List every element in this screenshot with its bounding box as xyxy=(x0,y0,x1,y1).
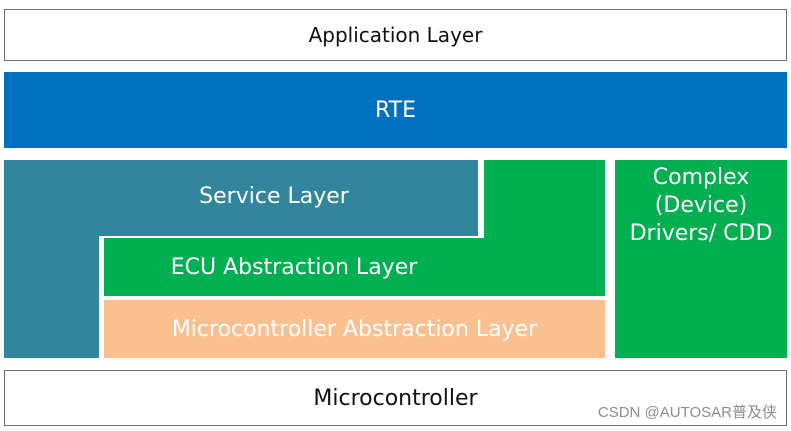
service-layer-label-box: Service Layer xyxy=(4,160,544,232)
watermark-text: CSDN @AUTOSAR普及侠 xyxy=(597,404,777,421)
mcal-layer-box: Microcontroller Abstraction Layer xyxy=(104,300,605,358)
mcal-layer-label: Microcontroller Abstraction Layer xyxy=(171,316,538,342)
microcontroller-layer-box: Microcontroller xyxy=(4,370,787,426)
ecu-abstraction-layer-label: ECU Abstraction Layer xyxy=(170,254,418,280)
cdd-label-line-2: (Device) xyxy=(654,193,748,218)
service-layer-label: Service Layer xyxy=(199,183,349,209)
cdd-layer-box: Complex (Device) Drivers/ CDD xyxy=(615,160,787,358)
rte-layer-box: RTE xyxy=(4,72,787,148)
cdd-layer-label: Complex (Device) Drivers/ CDD xyxy=(630,164,773,248)
cdd-label-line-1: Complex xyxy=(652,165,750,190)
rte-layer-label: RTE xyxy=(374,97,417,123)
ecu-abstraction-bottom-block xyxy=(104,238,605,296)
application-layer-box: Application Layer xyxy=(4,9,787,61)
ecu-abstraction-label-box: ECU Abstraction Layer xyxy=(104,238,484,296)
microcontroller-layer-label: Microcontroller xyxy=(313,385,478,411)
application-layer-label: Application Layer xyxy=(308,23,483,47)
cdd-label-line-3: Drivers/ CDD xyxy=(629,221,773,246)
service-layer-left-block xyxy=(4,160,99,358)
